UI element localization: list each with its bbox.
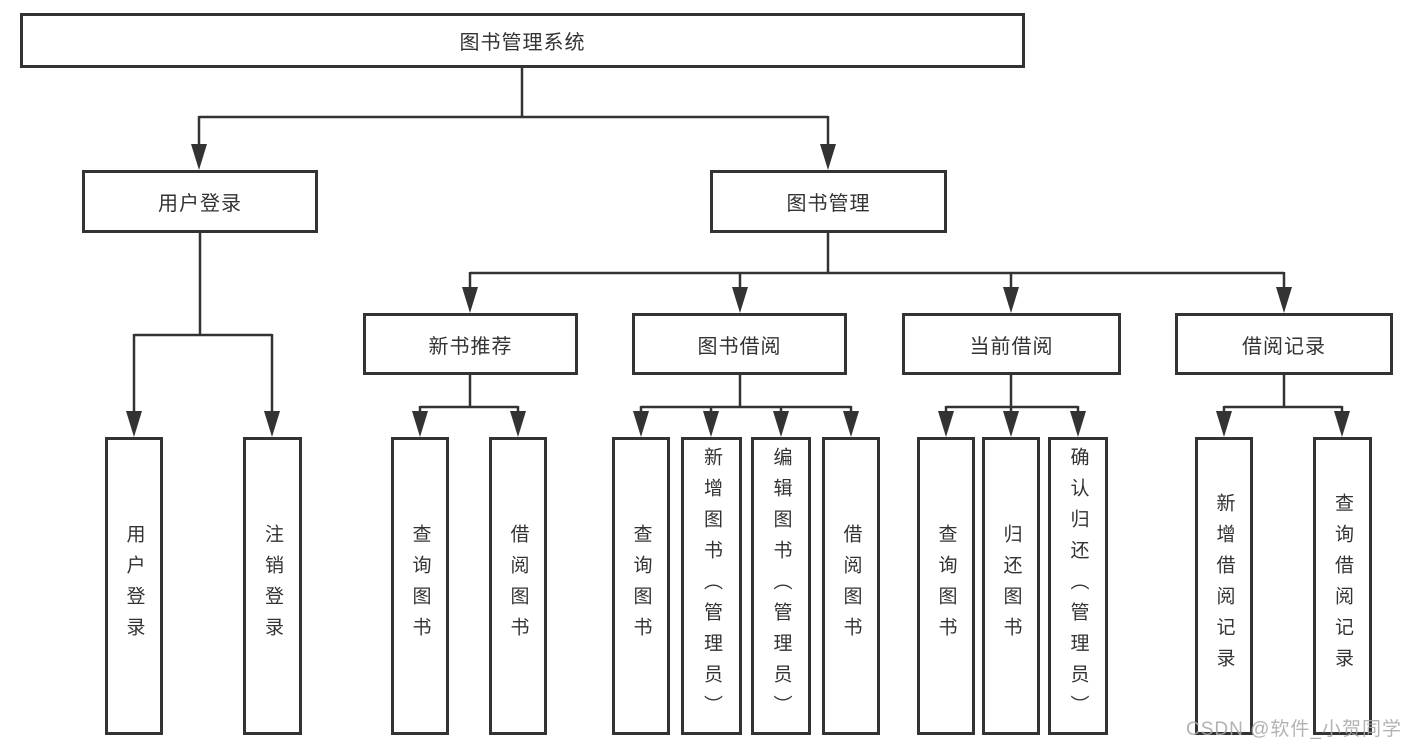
- node-user-login-label: 用户登录: [158, 193, 242, 215]
- leaf-edit-books-admin: 编辑图书（管理员）: [751, 437, 811, 735]
- watermark: CSDN @软件_小贺同学: [1186, 719, 1402, 740]
- node-borrow-records: 借阅记录: [1175, 313, 1393, 375]
- leaf-current-query-books: 查询图书: [917, 437, 975, 735]
- leaf-borrow-query-books-label: 查询图书: [630, 524, 652, 648]
- leaf-query-borrow-record: 查询借阅记录: [1313, 437, 1372, 735]
- leaf-add-borrow-record: 新增借阅记录: [1195, 437, 1253, 735]
- leaf-logout-label: 注销登录: [262, 524, 283, 648]
- node-borrow-records-label: 借阅记录: [1242, 335, 1326, 358]
- node-book-borrow-label: 图书借阅: [697, 335, 782, 358]
- arrowheads: [126, 144, 1350, 437]
- leaf-recommend-borrow-books: 借阅图书: [489, 437, 547, 735]
- leaf-logout: 注销登录: [243, 437, 302, 735]
- leaf-add-books-admin: 新增图书（管理员）: [681, 437, 742, 735]
- leaf-borrow-books: 借阅图书: [822, 437, 880, 735]
- leaf-recommend-query-books: 查询图书: [391, 437, 449, 735]
- node-root-label: 图书管理系统: [459, 32, 586, 54]
- leaf-edit-books-admin-label: 编辑图书（管理员）: [770, 446, 792, 726]
- node-current-borrow-label: 当前借阅: [969, 335, 1054, 358]
- leaf-return-books-label: 归还图书: [1000, 524, 1022, 648]
- leaf-borrow-query-books: 查询图书: [612, 437, 670, 735]
- leaf-borrow-books-label: 借阅图书: [840, 524, 862, 648]
- node-new-book-recommend-label: 新书推荐: [428, 335, 513, 358]
- leaf-add-books-admin-label: 新增图书（管理员）: [701, 446, 722, 726]
- node-user-login: 用户登录: [82, 170, 318, 233]
- leaf-user-login-label: 用户登录: [123, 524, 145, 648]
- leaf-return-books: 归还图书: [982, 437, 1040, 735]
- leaf-recommend-borrow-books-label: 借阅图书: [507, 524, 529, 648]
- node-new-book-recommend: 新书推荐: [363, 313, 578, 375]
- leaf-recommend-query-books-label: 查询图书: [409, 524, 431, 648]
- leaf-confirm-return-admin: 确认归还（管理员）: [1048, 437, 1108, 735]
- leaf-user-login: 用户登录: [105, 437, 163, 735]
- node-root: 图书管理系统: [20, 13, 1025, 68]
- node-book-management: 图书管理: [710, 170, 947, 233]
- node-current-borrow: 当前借阅: [902, 313, 1121, 375]
- leaf-current-query-books-label: 查询图书: [935, 524, 957, 648]
- node-book-borrow: 图书借阅: [632, 313, 847, 375]
- leaf-confirm-return-admin-label: 确认归还（管理员）: [1067, 446, 1089, 726]
- leaf-add-borrow-record-label: 新增借阅记录: [1213, 493, 1235, 679]
- node-book-management-label: 图书管理: [786, 193, 871, 215]
- leaf-query-borrow-record-label: 查询借阅记录: [1332, 493, 1353, 679]
